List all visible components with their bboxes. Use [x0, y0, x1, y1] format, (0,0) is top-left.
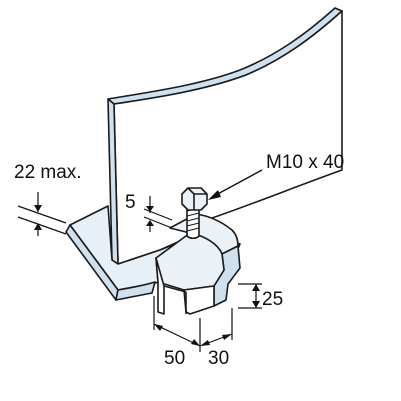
bolt — [181, 187, 208, 240]
dim-plate-thickness — [143, 196, 173, 232]
clamp-channel-right-leg — [183, 285, 215, 315]
dim-depth — [199, 308, 233, 347]
bolt-head-facets — [187, 187, 207, 210]
label-flange-thickness: 22 max. — [14, 162, 82, 183]
clamp-channel-left-leg — [155, 257, 165, 315]
label-plate-thickness: 5 — [125, 192, 136, 213]
label-width: 50 — [164, 348, 185, 369]
clamp-channel-inner-edge — [163, 285, 187, 293]
bolt-leader — [208, 169, 263, 200]
label-height: 25 — [262, 289, 283, 310]
label-depth: 30 — [208, 348, 229, 369]
beam-web-face — [113, 10, 343, 265]
label-bolt-size: M10 x 40 — [266, 152, 344, 173]
dim-width — [153, 296, 201, 352]
beam-flange-bottom-edge — [115, 281, 156, 301]
dim-height — [238, 283, 262, 309]
dim-flange-thickness — [17, 192, 67, 236]
